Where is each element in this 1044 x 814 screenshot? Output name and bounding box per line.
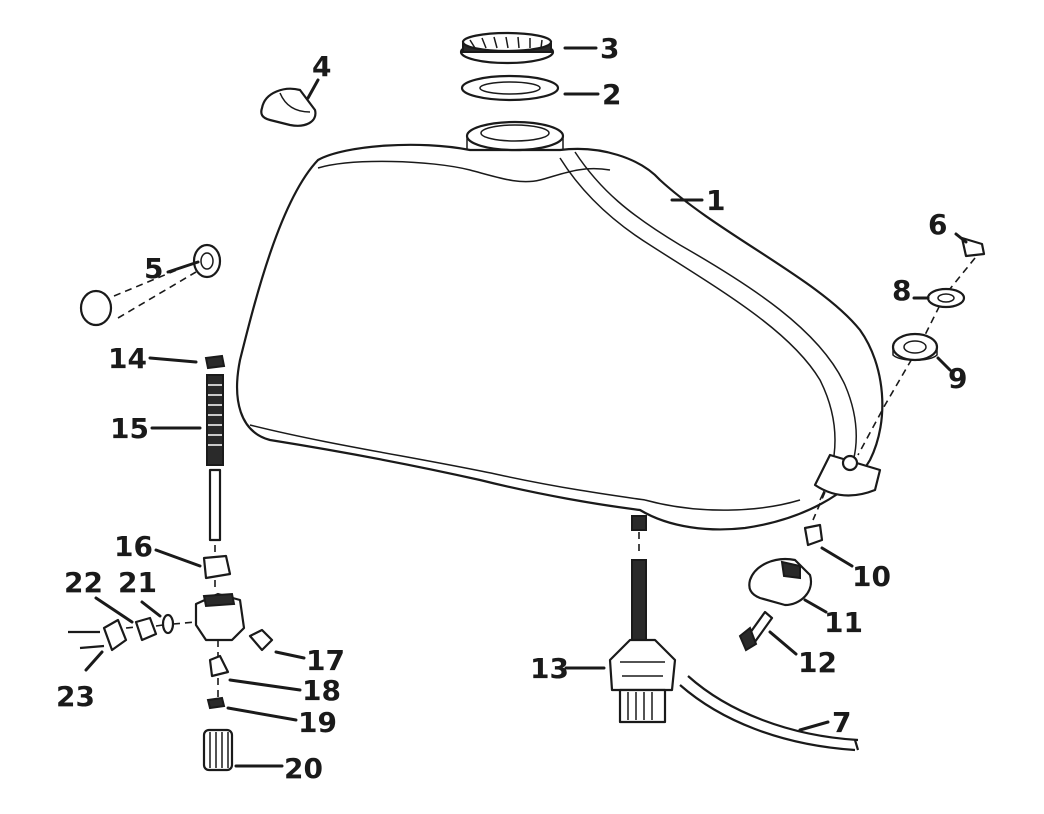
callout-5: 5 [144, 252, 163, 285]
callout-23: 23 [56, 680, 95, 713]
callout-7: 7 [832, 706, 851, 739]
callout-11: 11 [824, 606, 863, 639]
callout-9: 9 [948, 362, 967, 395]
callout-21: 21 [118, 566, 157, 599]
rubber-bumper [260, 87, 317, 127]
filler-cap [459, 31, 555, 65]
callout-20: 20 [284, 752, 323, 785]
bottom-mount [738, 491, 826, 652]
callout-15: 15 [110, 412, 149, 445]
callout-labels: 1 2 3 4 5 6 7 8 9 10 11 12 13 14 15 16 1… [56, 32, 967, 785]
fuel-tap-right [608, 532, 677, 724]
fuel-filter-left [202, 354, 232, 580]
callout-8: 8 [892, 274, 911, 307]
callout-13: 13 [530, 652, 569, 685]
fuel-tank [236, 120, 884, 531]
leader-lines [84, 46, 968, 768]
fuel-tap-left [68, 545, 274, 772]
callout-10: 10 [852, 560, 891, 593]
callout-1: 1 [706, 184, 725, 217]
callout-2: 2 [602, 78, 621, 111]
rear-mount-stack [857, 236, 986, 456]
callout-14: 14 [108, 342, 147, 375]
callout-4: 4 [312, 50, 331, 83]
callout-12: 12 [798, 646, 837, 679]
callout-6: 6 [928, 208, 947, 241]
callout-18: 18 [302, 674, 341, 707]
callout-17: 17 [306, 644, 345, 677]
callout-3: 3 [600, 32, 619, 65]
callout-22: 22 [64, 566, 103, 599]
callout-16: 16 [114, 530, 153, 563]
callout-19: 19 [298, 706, 337, 739]
filler-gasket [460, 74, 560, 102]
fuel-hose [679, 675, 860, 752]
